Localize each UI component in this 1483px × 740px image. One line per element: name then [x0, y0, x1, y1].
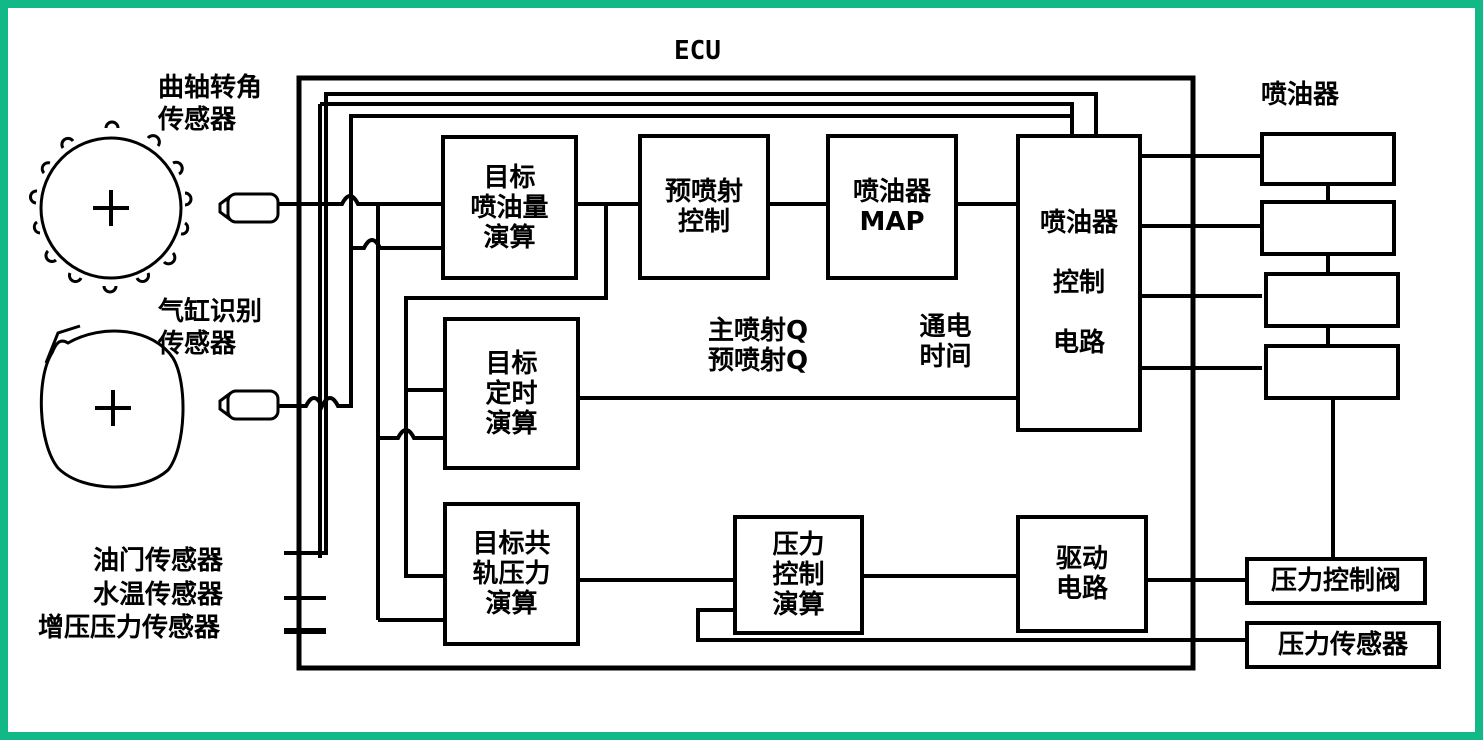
water-temp-sensor-label: 水温传感器 — [93, 580, 224, 610]
injector-4 — [1264, 344, 1400, 400]
pre-injection-block: 预喷射 控制 — [638, 134, 770, 280]
crank-sensor-label: 曲轴转角 传感器 — [158, 73, 263, 135]
cylinder-wheel-icon — [39, 324, 185, 489]
injector-drive-block: 喷油器 控制 电路 — [1016, 134, 1142, 432]
target-rail-pressure-block: 目标共 轨压力 演算 — [443, 502, 580, 646]
pressure-valve-box: 压力控制阀 — [1245, 557, 1427, 605]
diagram-canvas: ECU 喷油器 曲轴转角 传感器 气缸识别 传感器 油门传感器 水温传感器 增压… — [8, 8, 1475, 732]
energize-time-label: 通电 时间 — [919, 312, 972, 372]
pressure-sensor-box: 压力传感器 — [1245, 621, 1441, 669]
crank-wheel-icon — [29, 120, 193, 294]
boost-sensor-label: 增压压力传感器 — [38, 613, 221, 643]
ecu-boundary — [296, 75, 1196, 671]
drive-circuit-block: 驱动 电路 — [1016, 515, 1148, 633]
target-quantity-block: 目标 喷油量 演算 — [441, 135, 578, 280]
throttle-sensor-label: 油门传感器 — [93, 546, 224, 576]
injector-group-label: 喷油器 — [1261, 80, 1340, 110]
injector-3 — [1264, 272, 1400, 328]
injector-1 — [1260, 132, 1396, 186]
pressure-control-block: 压力 控制 演算 — [733, 515, 864, 635]
ecu-label: ECU — [674, 36, 721, 66]
target-timing-block: 目标 定时 演算 — [443, 317, 580, 470]
injector-2 — [1260, 200, 1396, 256]
main-pre-q-label: 主喷射Q 预喷射Q — [707, 316, 809, 376]
injector-map-block: 喷油器 MAP — [826, 134, 958, 280]
cylinder-sensor-label: 气缸识别 传感器 — [158, 297, 263, 359]
wiring-svg — [29, 75, 1400, 671]
